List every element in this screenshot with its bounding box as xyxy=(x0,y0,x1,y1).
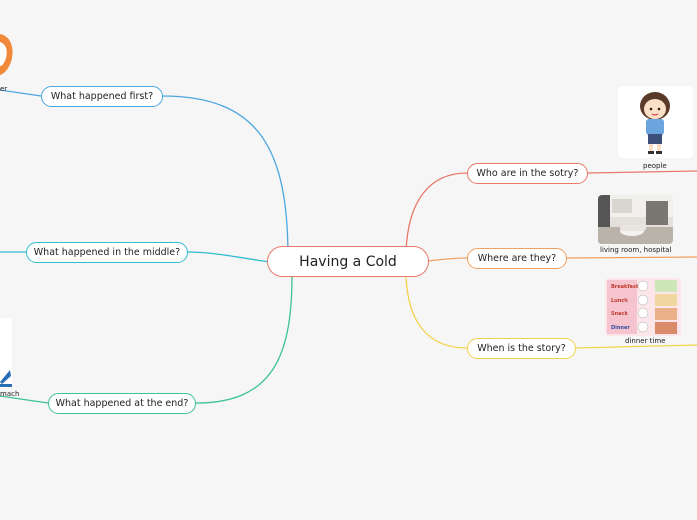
branch-what-happened-end[interactable]: What happened at the end? xyxy=(48,393,196,414)
link-when-tail xyxy=(575,344,697,349)
link-first xyxy=(161,95,289,259)
partial-image-top-left xyxy=(0,20,14,80)
link-end xyxy=(195,275,293,404)
people-image xyxy=(618,86,693,158)
branch-where[interactable]: Where are they? xyxy=(467,248,567,269)
schedule-image: Breakfast Lunch Snack Dinner xyxy=(605,278,681,336)
link-where xyxy=(427,257,468,262)
caption-people: people xyxy=(643,162,667,170)
schedule-row-breakfast: Breakfast xyxy=(611,284,639,290)
caption-place: living room, hospital xyxy=(600,246,672,254)
cartoon-character-icon xyxy=(0,34,13,75)
branch-what-happened-first[interactable]: What happened first? xyxy=(41,86,163,107)
link-middle xyxy=(186,251,271,263)
link-who-tail xyxy=(587,170,697,174)
caption-first-partial: er xyxy=(0,85,8,93)
link-when xyxy=(405,275,468,349)
meal-schedule-icon: Breakfast Lunch Snack Dinner xyxy=(605,278,681,336)
living-room-icon xyxy=(598,195,673,244)
stomach-icon xyxy=(0,370,12,387)
branch-when[interactable]: When is the story? xyxy=(467,338,576,359)
branch-what-happened-middle[interactable]: What happened in the middle? xyxy=(26,242,188,263)
branch-who[interactable]: Who are in the sotry? xyxy=(467,163,588,184)
link-where-tail xyxy=(566,256,697,259)
link-end-tail xyxy=(0,395,49,404)
schedule-row-dinner: Dinner xyxy=(611,325,630,331)
partial-image-bottom-left xyxy=(0,318,12,388)
schedule-row-lunch: Lunch xyxy=(611,298,628,304)
link-first-tail xyxy=(0,89,42,97)
room-image xyxy=(598,195,673,244)
root-topic[interactable]: Having a Cold xyxy=(267,246,429,277)
caption-time: dinner time xyxy=(625,337,666,345)
link-who xyxy=(405,172,468,253)
caption-end-partial: mach xyxy=(0,390,20,398)
schedule-row-snack: Snack xyxy=(611,311,628,317)
girl-icon xyxy=(640,92,670,154)
